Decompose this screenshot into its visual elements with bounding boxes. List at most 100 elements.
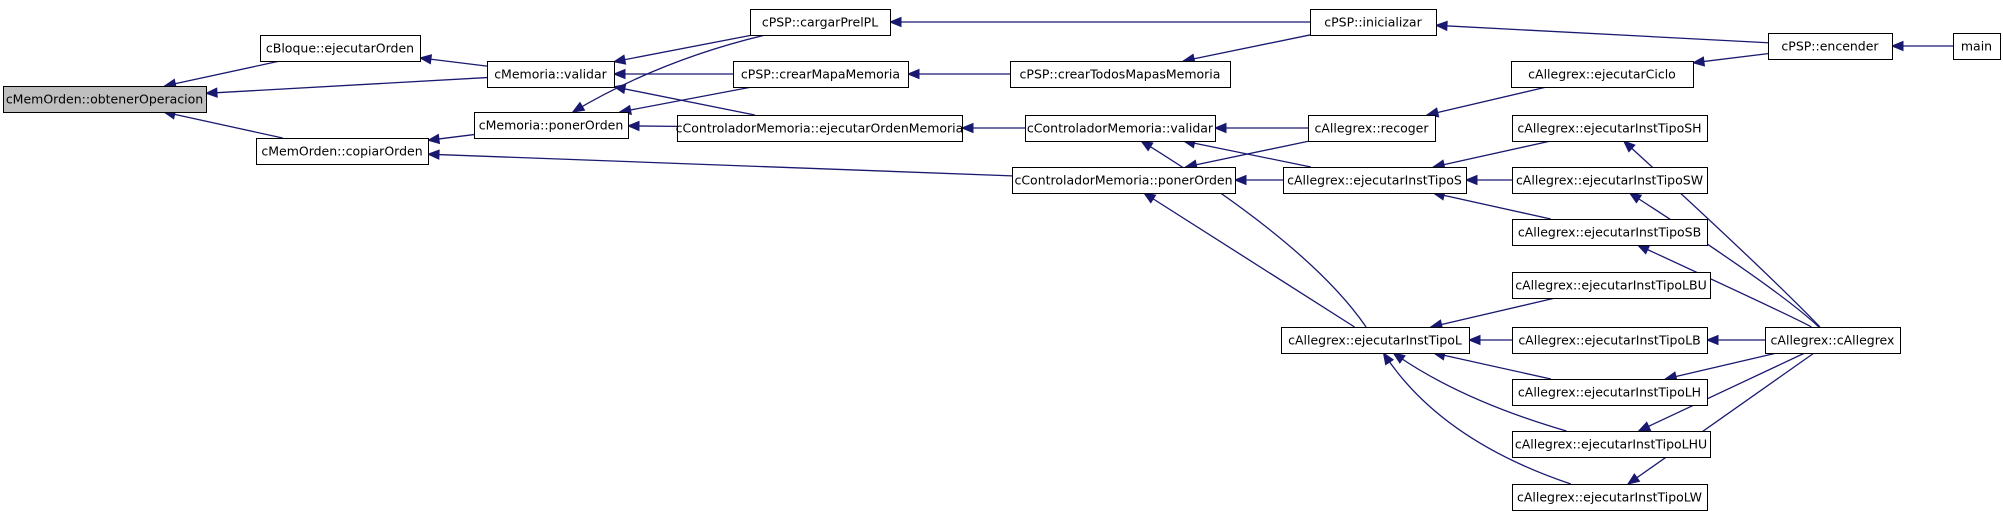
node-inicializar[interactable]: cPSP::inicializar — [1310, 9, 1437, 36]
edge-instsh-to-insts — [1433, 140, 1551, 168]
arrowhead-crearmapamemoria — [906, 68, 920, 80]
node-main[interactable]: main — [1953, 33, 2001, 60]
node-memvalidar[interactable]: cMemoria::validar — [487, 61, 615, 88]
node-label: cMemOrden::obtenerOperacion — [6, 92, 203, 107]
arrowhead-encender — [1890, 40, 1904, 52]
node-callegrex[interactable]: cAllegrex::cAllegrex — [1765, 327, 1901, 354]
node-instlb[interactable]: cAllegrex::ejecutarInstTipoLB — [1512, 327, 1708, 354]
node-memponerorden[interactable]: cMemoria::ponerOrden — [474, 112, 629, 139]
edge-instlh-to-instl — [1433, 352, 1552, 380]
arrowhead-inicializar — [1434, 20, 1448, 32]
node-ejecutarciclo[interactable]: cAllegrex::ejecutarCiclo — [1511, 61, 1694, 88]
node-label: cBloque::ejecutarOrden — [266, 41, 414, 56]
node-cargarprelpl[interactable]: cPSP::cargarPrelPL — [750, 9, 891, 36]
node-box[interactable] — [1512, 167, 1708, 194]
node-box[interactable] — [256, 138, 429, 165]
arrowhead-obteneroperacion — [204, 87, 218, 98]
node-label: cPSP::crearTodosMapasMemoria — [1020, 67, 1221, 82]
node-box[interactable] — [1511, 61, 1694, 88]
node-box[interactable] — [1308, 115, 1436, 142]
arrowhead-copiarorden — [426, 149, 440, 160]
node-box[interactable] — [1025, 115, 1216, 142]
node-label: cAllegrex::ejecutarInstTipoS — [1287, 173, 1462, 188]
node-box[interactable] — [1953, 33, 2001, 60]
node-box[interactable] — [733, 61, 909, 88]
node-ctrlponerorden[interactable]: cControladorMemoria::ponerOrden — [1012, 167, 1236, 194]
arrowhead-instl — [1382, 351, 1395, 366]
node-obteneroperacion[interactable]: cMemOrden::obtenerOperacion — [3, 86, 207, 113]
node-box[interactable] — [1012, 167, 1236, 194]
node-box[interactable] — [3, 86, 207, 113]
node-label: cControladorMemoria::ponerOrden — [1014, 173, 1232, 188]
edge-inicializar-to-creartodosmapasmemoria — [1183, 34, 1311, 62]
node-label: main — [1961, 39, 1992, 54]
node-recoger[interactable]: cAllegrex::recoger — [1308, 115, 1436, 142]
arrowhead-ctrlvalidar — [1139, 140, 1154, 152]
node-box[interactable] — [1765, 327, 1901, 354]
edge-instsb-to-insts — [1433, 192, 1551, 220]
node-box[interactable] — [677, 115, 963, 142]
node-crearmapamemoria[interactable]: cPSP::crearMapaMemoria — [733, 61, 909, 88]
node-box[interactable] — [1512, 219, 1708, 246]
edge-cargarprelpl-to-memvalidar — [613, 34, 753, 63]
node-box[interactable] — [1281, 327, 1470, 354]
node-box[interactable] — [1283, 167, 1467, 194]
node-instl[interactable]: cAllegrex::ejecutarInstTipoL — [1281, 327, 1470, 354]
arrowhead-instsw — [1628, 192, 1643, 204]
node-label: cControladorMemoria::validar — [1027, 121, 1214, 136]
node-copiarorden[interactable]: cMemOrden::copiarOrden — [256, 138, 429, 165]
node-box[interactable] — [1768, 33, 1893, 60]
arrowhead-memvalidar — [612, 54, 627, 65]
edge-ejecutarciclo-to-recoger — [1426, 86, 1547, 116]
node-instsw[interactable]: cAllegrex::ejecutarInstTipoSW — [1512, 167, 1708, 194]
node-box[interactable] — [1512, 272, 1711, 299]
node-box[interactable] — [260, 35, 421, 62]
edge-instl-to-ctrlponerorden — [1143, 192, 1355, 328]
node-label: cAllegrex::ejecutarInstTipoLH — [1518, 385, 1701, 400]
arrowhead-memponerorden — [571, 101, 586, 113]
node-creartodosmapasmemoria[interactable]: cPSP::crearTodosMapasMemoria — [1010, 61, 1231, 88]
node-box[interactable] — [1512, 327, 1708, 354]
edge-callegrex-to-instsb — [1637, 244, 1812, 328]
node-instlw[interactable]: cAllegrex::ejecutarInstTipoLW — [1512, 484, 1708, 511]
edge-callegrex-to-instsw — [1629, 192, 1820, 328]
node-label: cControladorMemoria::ejecutarOrdenMemori… — [676, 121, 964, 136]
node-label: cAllegrex::ejecutarInstTipoSW — [1516, 173, 1703, 188]
node-instlh[interactable]: cAllegrex::ejecutarInstTipoLH — [1512, 379, 1708, 406]
node-instlhu[interactable]: cAllegrex::ejecutarInstTipoLHU — [1512, 431, 1711, 458]
node-label: cPSP::encender — [1781, 39, 1879, 54]
node-label: cAllegrex::ejecutarInstTipoLBU — [1515, 278, 1707, 293]
node-box[interactable] — [750, 9, 891, 36]
node-box[interactable] — [1512, 379, 1708, 406]
edge-callegrex-to-instlh — [1665, 352, 1777, 380]
node-insts[interactable]: cAllegrex::ejecutarInstTipoS — [1283, 167, 1467, 194]
node-instsh[interactable]: cAllegrex::ejecutarInstTipoSH — [1512, 115, 1708, 142]
edge-instlbu-to-instl — [1430, 297, 1556, 328]
arrowhead-instl — [1392, 352, 1406, 364]
node-label: cMemoria::validar — [494, 67, 607, 82]
node-box[interactable] — [474, 112, 629, 139]
node-box[interactable] — [487, 61, 615, 88]
node-label: cMemOrden::copiarOrden — [261, 144, 422, 159]
arrowhead-instsh — [1622, 140, 1636, 153]
node-box[interactable] — [1310, 9, 1437, 36]
arrowhead-memponerorden — [626, 120, 640, 132]
node-instlbu[interactable]: cAllegrex::ejecutarInstTipoLBU — [1512, 272, 1711, 299]
node-box[interactable] — [1512, 484, 1708, 511]
arrowhead-ejecutarordenmemoria — [960, 122, 974, 134]
node-label: cAllegrex::ejecutarInstTipoSB — [1518, 225, 1701, 240]
node-instsb[interactable]: cAllegrex::ejecutarInstTipoSB — [1512, 219, 1708, 246]
edge-ctrlponerorden-to-copiarorden — [427, 153, 1013, 177]
arrowhead-instlw — [1626, 473, 1641, 485]
node-encender[interactable]: cPSP::encender — [1768, 33, 1893, 60]
arrowhead-cargarprelpl — [888, 16, 902, 28]
node-box[interactable] — [1010, 61, 1231, 88]
node-ejecutarordenmemoria[interactable]: cControladorMemoria::ejecutarOrdenMemori… — [676, 115, 964, 142]
node-label: cAllegrex::ejecutarInstTipoLB — [1518, 333, 1700, 348]
node-ctrlvalidar[interactable]: cControladorMemoria::validar — [1025, 115, 1216, 142]
node-box[interactable] — [1512, 431, 1711, 458]
node-label: cAllegrex::cAllegrex — [1771, 333, 1895, 348]
node-box[interactable] — [1512, 115, 1708, 142]
node-bloqueejecutarorden[interactable]: cBloque::ejecutarOrden — [260, 35, 421, 62]
arrowhead-instlhu — [1637, 421, 1652, 432]
